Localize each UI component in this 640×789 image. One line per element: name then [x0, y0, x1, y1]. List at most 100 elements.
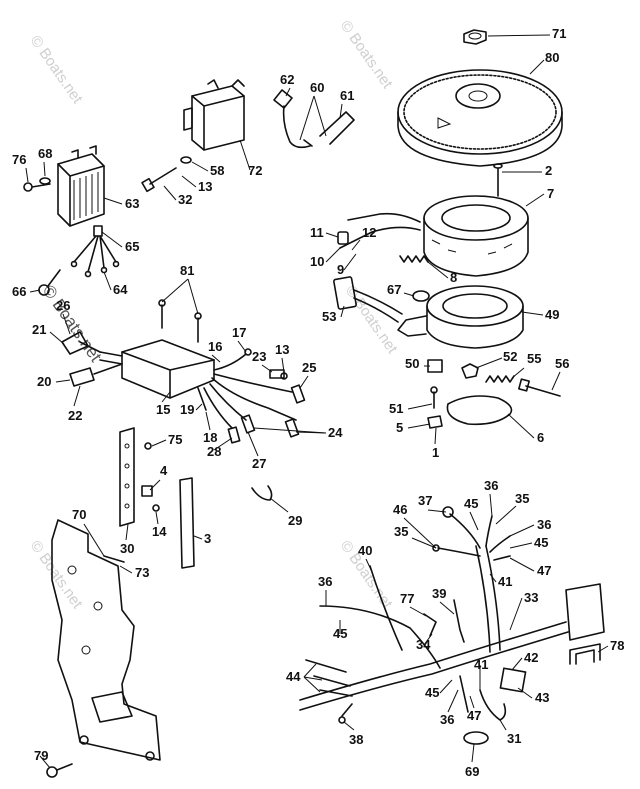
callout-45: 45: [464, 496, 478, 511]
callout-56: 56: [555, 356, 569, 371]
harness-leads: [197, 348, 306, 444]
retainer-50: [427, 359, 443, 373]
spring-8: [399, 255, 429, 263]
callout-34: 34: [416, 637, 431, 652]
callout-45: 45: [534, 535, 548, 550]
callout-36: 36: [537, 517, 551, 532]
ignition-coil: [183, 79, 245, 151]
screw-51: [430, 386, 438, 409]
callout-13: 13: [198, 179, 212, 194]
callout-12: 12: [362, 225, 376, 240]
callout-65: 65: [125, 239, 139, 254]
callout-53: 53: [322, 309, 336, 324]
callout-47: 47: [467, 708, 481, 723]
callout-73: 73: [135, 565, 149, 580]
connector-53: [333, 276, 403, 323]
bolt-32: [141, 167, 177, 193]
terminal-leads-65-64: [70, 225, 120, 278]
spark-plug-leads: [273, 89, 355, 149]
callout-4: 4: [160, 463, 168, 478]
callout-68: 68: [38, 146, 52, 161]
callout-41: 41: [474, 657, 488, 672]
terminal-strip: [119, 427, 152, 527]
callout-35: 35: [394, 524, 408, 539]
screw-70: [103, 555, 125, 563]
leader-lines: [25, 34, 609, 769]
callout-71: 71: [552, 26, 566, 41]
callout-46: 46: [393, 502, 407, 517]
grommet-67: [412, 290, 430, 302]
callout-36: 36: [318, 574, 332, 589]
callout-20: 20: [37, 374, 51, 389]
callout-42: 42: [524, 650, 538, 665]
callout-35: 35: [515, 491, 529, 506]
callout-8: 8: [450, 270, 457, 285]
washer-58: [180, 156, 192, 164]
callout-45: 45: [333, 626, 347, 641]
clamp-69: [463, 731, 489, 745]
callout-31: 31: [507, 731, 521, 746]
screw-56: [518, 378, 561, 397]
callout-58: 58: [210, 163, 224, 178]
callout-25: 25: [302, 360, 316, 375]
clip-6: [446, 395, 513, 426]
callout-80: 80: [545, 50, 559, 65]
callout-40: 40: [358, 543, 372, 558]
callout-67: 67: [387, 282, 401, 297]
callout-21: 21: [32, 322, 46, 337]
switch-26-21: [61, 331, 101, 355]
switch-20-22: [69, 363, 123, 387]
switch-box: [99, 339, 215, 399]
callout-29: 29: [288, 513, 302, 528]
callout-39: 39: [432, 586, 446, 601]
flywheel: [397, 69, 563, 167]
callout-13: 13: [275, 342, 289, 357]
callout-52: 52: [503, 349, 517, 364]
callout-32: 32: [178, 192, 192, 207]
callout-23: 23: [252, 349, 266, 364]
callout-27: 27: [252, 456, 266, 471]
callout-18: 18: [203, 430, 217, 445]
callout-16: 16: [208, 339, 222, 354]
callout-63: 63: [125, 196, 139, 211]
callout-66: 66: [12, 284, 26, 299]
timer-base: [397, 285, 524, 349]
callout-44: 44: [286, 669, 301, 684]
callout-70: 70: [72, 507, 86, 522]
callout-49: 49: [545, 307, 559, 322]
callout-47: 47: [537, 563, 551, 578]
callout-50: 50: [405, 356, 419, 371]
callout-9: 9: [337, 262, 344, 277]
callout-22: 22: [68, 408, 82, 423]
power-pack: [57, 145, 105, 227]
callout-11: 11: [310, 225, 324, 240]
nut-52: [461, 363, 479, 379]
watermarks: © Boats.net © Boats.net © Boats.net © Bo…: [27, 18, 401, 613]
connector-11: [337, 231, 349, 245]
callout-69: 69: [465, 764, 479, 779]
screw-2: [493, 163, 503, 197]
callout-62: 62: [280, 72, 294, 87]
callout-26: 26: [56, 298, 70, 313]
callout-55: 55: [527, 351, 541, 366]
callout-1: 1: [432, 445, 439, 460]
callout-17: 17: [232, 325, 246, 340]
callout-76: 76: [12, 152, 26, 167]
cable-78: [569, 643, 601, 665]
callout-28: 28: [207, 444, 221, 459]
spring-55: [485, 375, 515, 383]
callout-78: 78: [610, 638, 624, 653]
callout-30: 30: [120, 541, 134, 556]
callout-72: 72: [248, 163, 262, 178]
callout-6: 6: [537, 430, 544, 445]
callout-60: 60: [310, 80, 324, 95]
callout-36: 36: [484, 478, 498, 493]
callout-64: 64: [113, 282, 128, 297]
callout-14: 14: [152, 524, 167, 539]
callout-61: 61: [340, 88, 354, 103]
callout-45: 45: [425, 685, 439, 700]
flywheel-nut: [463, 29, 487, 45]
washer-68: [39, 177, 51, 185]
insulator-3: [179, 477, 195, 569]
